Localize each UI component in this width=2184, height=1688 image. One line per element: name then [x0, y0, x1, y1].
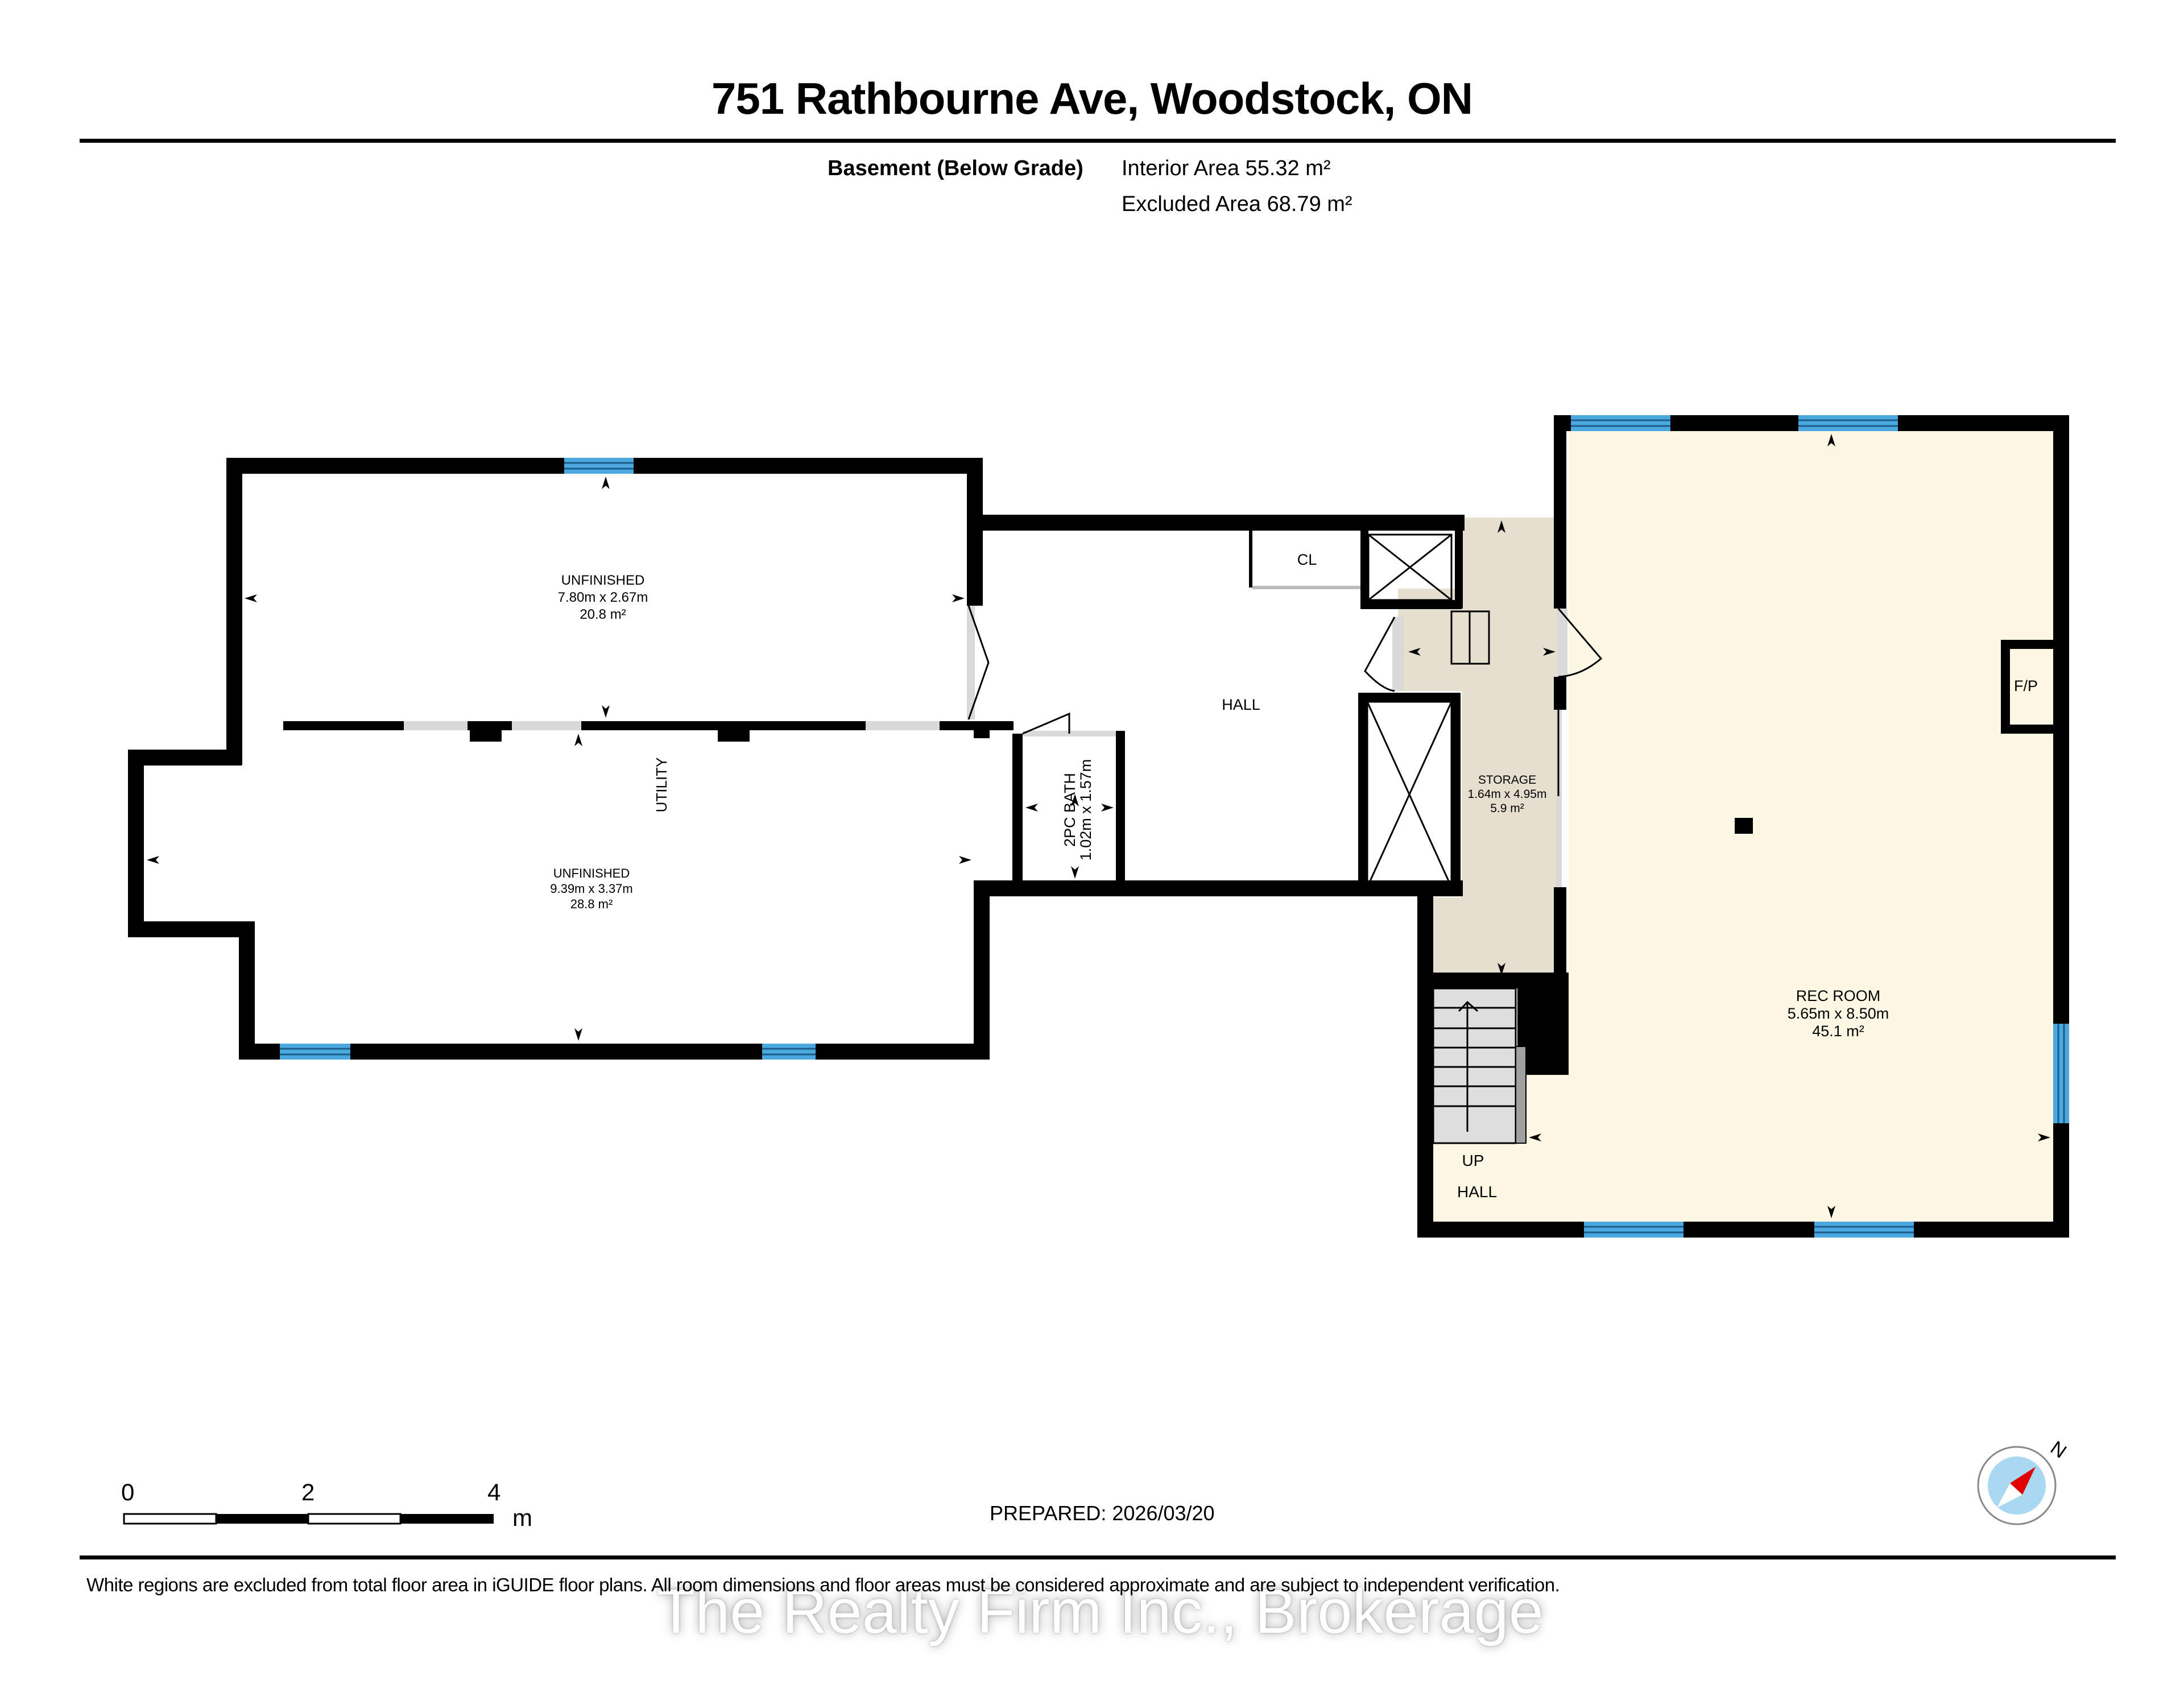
room-dims: 5.65m x 8.50m — [1788, 1005, 1889, 1022]
scale-tick-4: 4 — [487, 1479, 501, 1505]
steps — [1450, 610, 1490, 665]
title-divider — [80, 139, 2116, 143]
bifold-door — [1022, 712, 1070, 735]
arrow-up-icon — [1458, 1000, 1478, 1012]
doors — [404, 586, 1603, 887]
room-name: 2PC BATH — [1061, 773, 1078, 847]
room-area: 28.8 m² — [570, 897, 613, 911]
window — [1798, 415, 1898, 431]
opening — [512, 721, 581, 730]
sliding-door — [1556, 710, 1562, 887]
room-area: 5.9 m² — [1490, 802, 1524, 815]
opening — [967, 606, 975, 719]
room-dims: 1.02m x 1.57m — [1077, 759, 1094, 861]
room-dims: 9.39m x 3.37m — [550, 882, 633, 896]
opening — [404, 721, 468, 730]
room-name: HALL — [1457, 1183, 1497, 1201]
staircase[interactable] — [1432, 987, 1527, 1144]
window — [1814, 1222, 1914, 1238]
excluded-area: Excluded Area 68.79 m² — [1122, 192, 1352, 216]
room-name: STORAGE — [1478, 773, 1536, 787]
brokerage-watermark: The Realty Firm Inc., Brokerage — [657, 1577, 1544, 1646]
bifold-door — [967, 605, 990, 720]
opening — [866, 721, 940, 730]
window — [1584, 1222, 1684, 1238]
footer-divider — [80, 1555, 2116, 1559]
level-label: Basement (Below Grade) — [828, 156, 1083, 180]
room-area: 20.8 m² — [580, 607, 626, 622]
prepared-date: PREPARED: 2026/03/20 — [990, 1501, 1215, 1525]
room-labels: UNFINISHED 7.80m x 2.67m 20.8 m² UNFINIS… — [550, 551, 2038, 1201]
room-name: UNFINISHED — [561, 573, 645, 588]
window — [564, 458, 634, 474]
room-name: REC ROOM — [1796, 987, 1881, 1004]
room-name: HALL — [1222, 696, 1260, 713]
window — [1571, 415, 1670, 431]
dimension-markers — [147, 434, 2050, 1218]
room-dims: 1.64m x 4.95m — [1468, 788, 1547, 801]
interior-area: Interior Area 55.32 m² — [1122, 156, 1331, 180]
window — [280, 1044, 350, 1060]
duct-chases — [1366, 533, 1453, 888]
room-dims: 7.80m x 2.67m — [558, 590, 648, 605]
room-area: 45.1 m² — [1812, 1023, 1864, 1040]
scale-bar — [123, 1513, 494, 1525]
window — [2053, 1024, 2069, 1123]
stairs-label: UP — [1462, 1152, 1484, 1169]
room-name: F/P — [2014, 677, 2038, 694]
window — [762, 1044, 816, 1060]
compass-north-label: N — [2046, 1437, 2070, 1463]
swing-door — [1364, 617, 1396, 692]
room-name: CL — [1297, 551, 1317, 568]
swing-door — [1557, 608, 1603, 678]
compass-icon — [1977, 1446, 2057, 1525]
windows — [280, 415, 2069, 1238]
rec-room-fill — [1569, 431, 2058, 1226]
scale-tick-2: 2 — [301, 1479, 315, 1505]
scale-tick-0: 0 — [121, 1479, 135, 1505]
page-title: 751 Rathbourne Ave, Woodstock, ON — [711, 73, 1473, 123]
disclaimer-text: White regions are excluded from total fl… — [86, 1574, 1560, 1595]
room-name: UNFINISHED — [553, 866, 630, 880]
scale-unit: m — [512, 1504, 532, 1531]
room-name: UTILITY — [653, 758, 670, 813]
